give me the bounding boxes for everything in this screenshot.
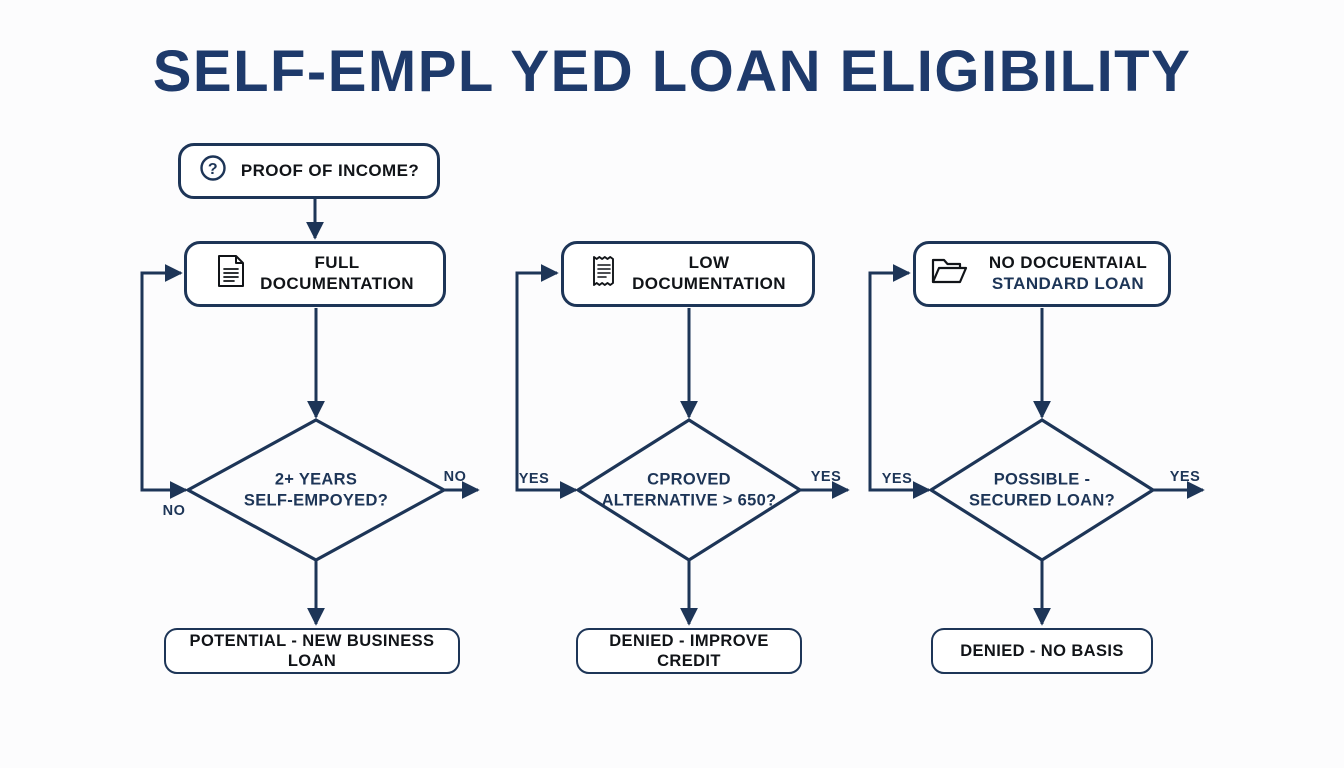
svg-text:?: ?	[208, 161, 218, 178]
node-label: FULL DOCUMENTATION	[260, 253, 414, 293]
edge-label-col2-loop: YES	[518, 471, 550, 487]
node-label-line1: NO DOCUENTAIAL	[988, 253, 1148, 273]
node-label: PROOF OF INCOME?	[240, 160, 420, 180]
node-outcome-denied-no-basis[interactable]: DENIED - NO BASIS	[931, 628, 1153, 674]
edge-label-col1-loop: NO	[162, 503, 186, 519]
decision-3-shape	[928, 418, 1156, 562]
decision-2-shape	[575, 418, 803, 562]
edge-label-col2-right: YES	[810, 469, 842, 485]
decision-label-secured-loan: POSSIBLE - SECURED LOAN?	[969, 470, 1115, 509]
edge-label-col3-loop: YES	[881, 471, 913, 487]
page-title: SELF-EMPL YED LOAN ELIGIBILITY	[152, 39, 1192, 104]
node-low-documentation[interactable]: LOW DOCUMENTATION	[561, 241, 815, 307]
node-proof-of-income[interactable]: ? PROOF OF INCOME?	[178, 143, 440, 199]
edge-label-col3-right: YES	[1169, 469, 1201, 485]
folder-icon	[930, 255, 968, 293]
decision-label-credit-alternative: CPROVED ALTERNATIVE > 650?	[601, 470, 777, 509]
edge-d3-loop-to-nodoc	[868, 264, 928, 492]
edge-d1-loop-to-fulldoc	[140, 264, 185, 492]
node-outcome-potential-new-business-loan[interactable]: POTENTIAL - NEW BUSINESS LOAN	[164, 628, 460, 674]
node-outcome-denied-improve-credit[interactable]: DENIED - IMPROVE CREDIT	[576, 628, 802, 674]
edge-d2-loop-to-lowdoc	[515, 264, 575, 492]
node-full-documentation[interactable]: FULL DOCUMENTATION	[184, 241, 446, 307]
node-label: DENIED - NO BASIS	[960, 641, 1124, 660]
document-icon	[216, 254, 246, 294]
question-circle-icon: ?	[199, 154, 227, 188]
receipt-icon	[590, 254, 618, 294]
edge-label-col1-right: NO	[443, 469, 467, 485]
node-label: POTENTIAL - NEW BUSINESS LOAN	[189, 631, 435, 670]
node-label: DENIED - IMPROVE CREDIT	[609, 631, 769, 670]
decision-1-shape	[184, 418, 448, 562]
node-label: LOW DOCUMENTATION	[632, 253, 786, 293]
decision-label-years-self-employed: 2+ YEARS SELF-EMPOYED?	[243, 470, 389, 509]
node-label-line2: STANDARD LOAN	[991, 274, 1145, 293]
